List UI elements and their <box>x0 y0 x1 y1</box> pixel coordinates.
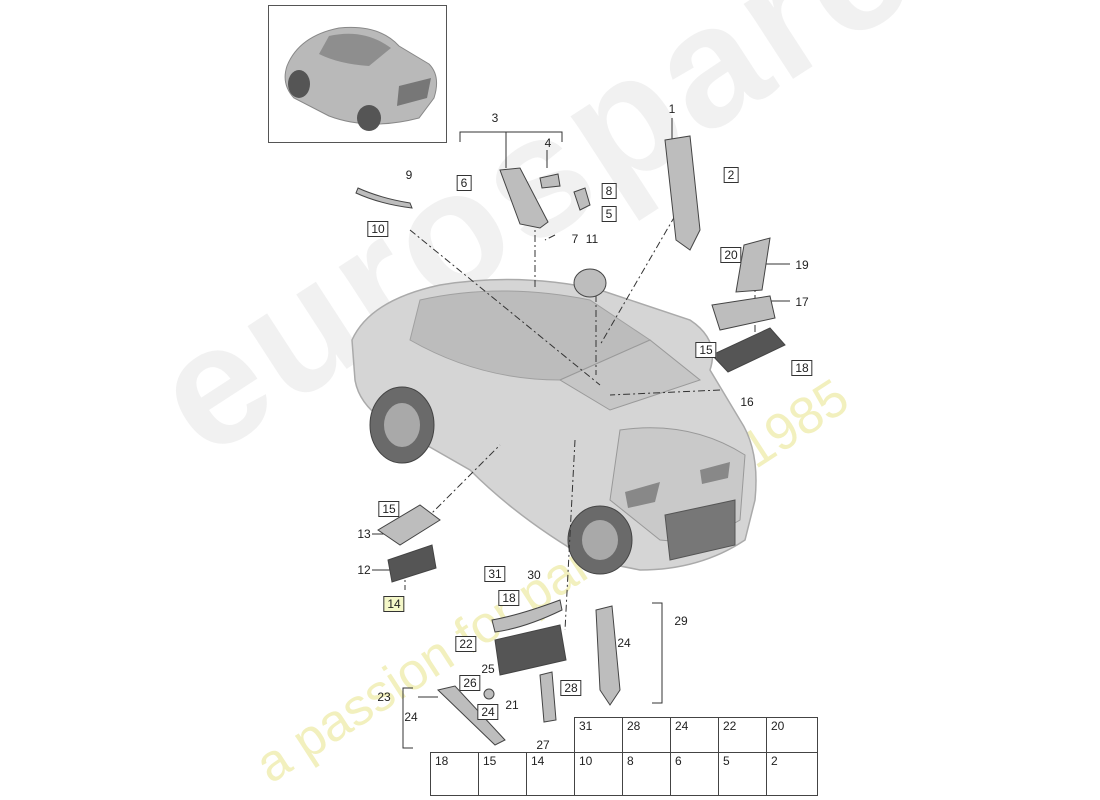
boxed-callout-10: 10 <box>367 221 389 237</box>
thumbnail-car-image <box>284 26 438 131</box>
part-1-curtain-airbag <box>664 135 701 251</box>
fastener-number: 28 <box>627 719 641 733</box>
boxed-callout-18-mid: 18 <box>498 590 520 606</box>
part-25-nut <box>483 688 495 700</box>
part-30-trim <box>491 599 563 633</box>
fastener-number: 20 <box>771 719 785 733</box>
boxed-callout-24: 24 <box>477 704 499 720</box>
fastener-cell: 8 <box>622 752 671 796</box>
vehicle-illustration <box>351 278 757 575</box>
boxed-callout-20: 20 <box>720 247 742 263</box>
callout-12: 12 <box>357 563 371 577</box>
fastener-number: 2 <box>771 754 778 768</box>
boxed-callout-26: 26 <box>459 675 481 691</box>
fastener-cell: 6 <box>670 752 719 796</box>
fastener-cell: 14 <box>526 752 575 796</box>
fastener-cell: 2 <box>766 752 818 796</box>
part-24-panel <box>595 605 621 706</box>
boxed-callout-2: 2 <box>723 167 739 183</box>
boxed-callout-15-left: 15 <box>378 501 400 517</box>
callout-16: 16 <box>740 395 754 409</box>
callout-17: 17 <box>795 295 809 309</box>
callout-30: 30 <box>527 568 541 582</box>
callout-13: 13 <box>357 527 371 541</box>
part-16-airbag-module <box>711 327 786 373</box>
callout-29: 29 <box>674 614 688 628</box>
callout-1: 1 <box>668 102 676 116</box>
boxed-callout-15-right: 15 <box>695 342 717 358</box>
parts-group <box>355 135 786 746</box>
fastener-number: 8 <box>627 754 634 768</box>
fastener-cell: 20 <box>766 717 818 753</box>
part-7-8-clip <box>573 187 591 211</box>
fastener-cell: 18 <box>430 752 479 796</box>
boxed-callout-5: 5 <box>601 206 617 222</box>
fastener-cell: 31 <box>574 717 623 753</box>
callout-25: 25 <box>481 662 495 676</box>
boxed-callout-22: 22 <box>455 636 477 652</box>
part-3-sensor-bracket <box>499 167 549 229</box>
fastener-number: 14 <box>531 754 545 768</box>
boxed-callout-18-right: 18 <box>791 360 813 376</box>
fastener-cell: 10 <box>574 752 623 796</box>
boxed-callout-6: 6 <box>456 175 472 191</box>
boxed-callout-28: 28 <box>560 680 582 696</box>
fastener-number: 31 <box>579 719 593 733</box>
part-27-bracket <box>539 671 557 723</box>
fastener-number: 18 <box>435 754 449 768</box>
callout-3: 3 <box>491 111 499 125</box>
fastener-number: 15 <box>483 754 497 768</box>
boxed-callout-31: 31 <box>484 566 506 582</box>
callout-24-right: 24 <box>617 636 631 650</box>
callout-9: 9 <box>405 168 413 182</box>
fastener-cell: 22 <box>718 717 767 753</box>
vehicle-thumbnail <box>268 5 447 143</box>
part-11-sensor <box>573 268 607 298</box>
boxed-callout-14: 14 <box>383 596 405 612</box>
fastener-number: 6 <box>675 754 682 768</box>
fastener-cell: 5 <box>718 752 767 796</box>
callout-4: 4 <box>544 136 552 150</box>
part-17-bracket <box>711 295 776 331</box>
boxed-callout-8: 8 <box>601 183 617 199</box>
fastener-cell: 28 <box>622 717 671 753</box>
callout-7: 7 <box>571 232 579 246</box>
fastener-number: 10 <box>579 754 593 768</box>
part-9-airbag-strip <box>355 187 413 209</box>
part-21-airbag-module <box>494 624 567 676</box>
fastener-cell: 24 <box>670 717 719 753</box>
callout-11: 11 <box>585 232 599 246</box>
callout-19: 19 <box>795 258 809 272</box>
part-19-module <box>735 237 771 293</box>
fastener-number: 22 <box>723 719 737 733</box>
fastener-cell: 15 <box>478 752 527 796</box>
fastener-number: 24 <box>675 719 689 733</box>
part-12-airbag-module <box>387 544 437 583</box>
fastener-number: 5 <box>723 754 730 768</box>
callout-23: 23 <box>377 690 391 704</box>
part-4-clip <box>539 173 561 189</box>
part-23-panel <box>436 685 506 746</box>
callout-27: 27 <box>536 738 550 752</box>
callout-21: 21 <box>505 698 519 712</box>
callout-24-left: 24 <box>404 710 418 724</box>
part-13-bracket <box>377 504 441 546</box>
